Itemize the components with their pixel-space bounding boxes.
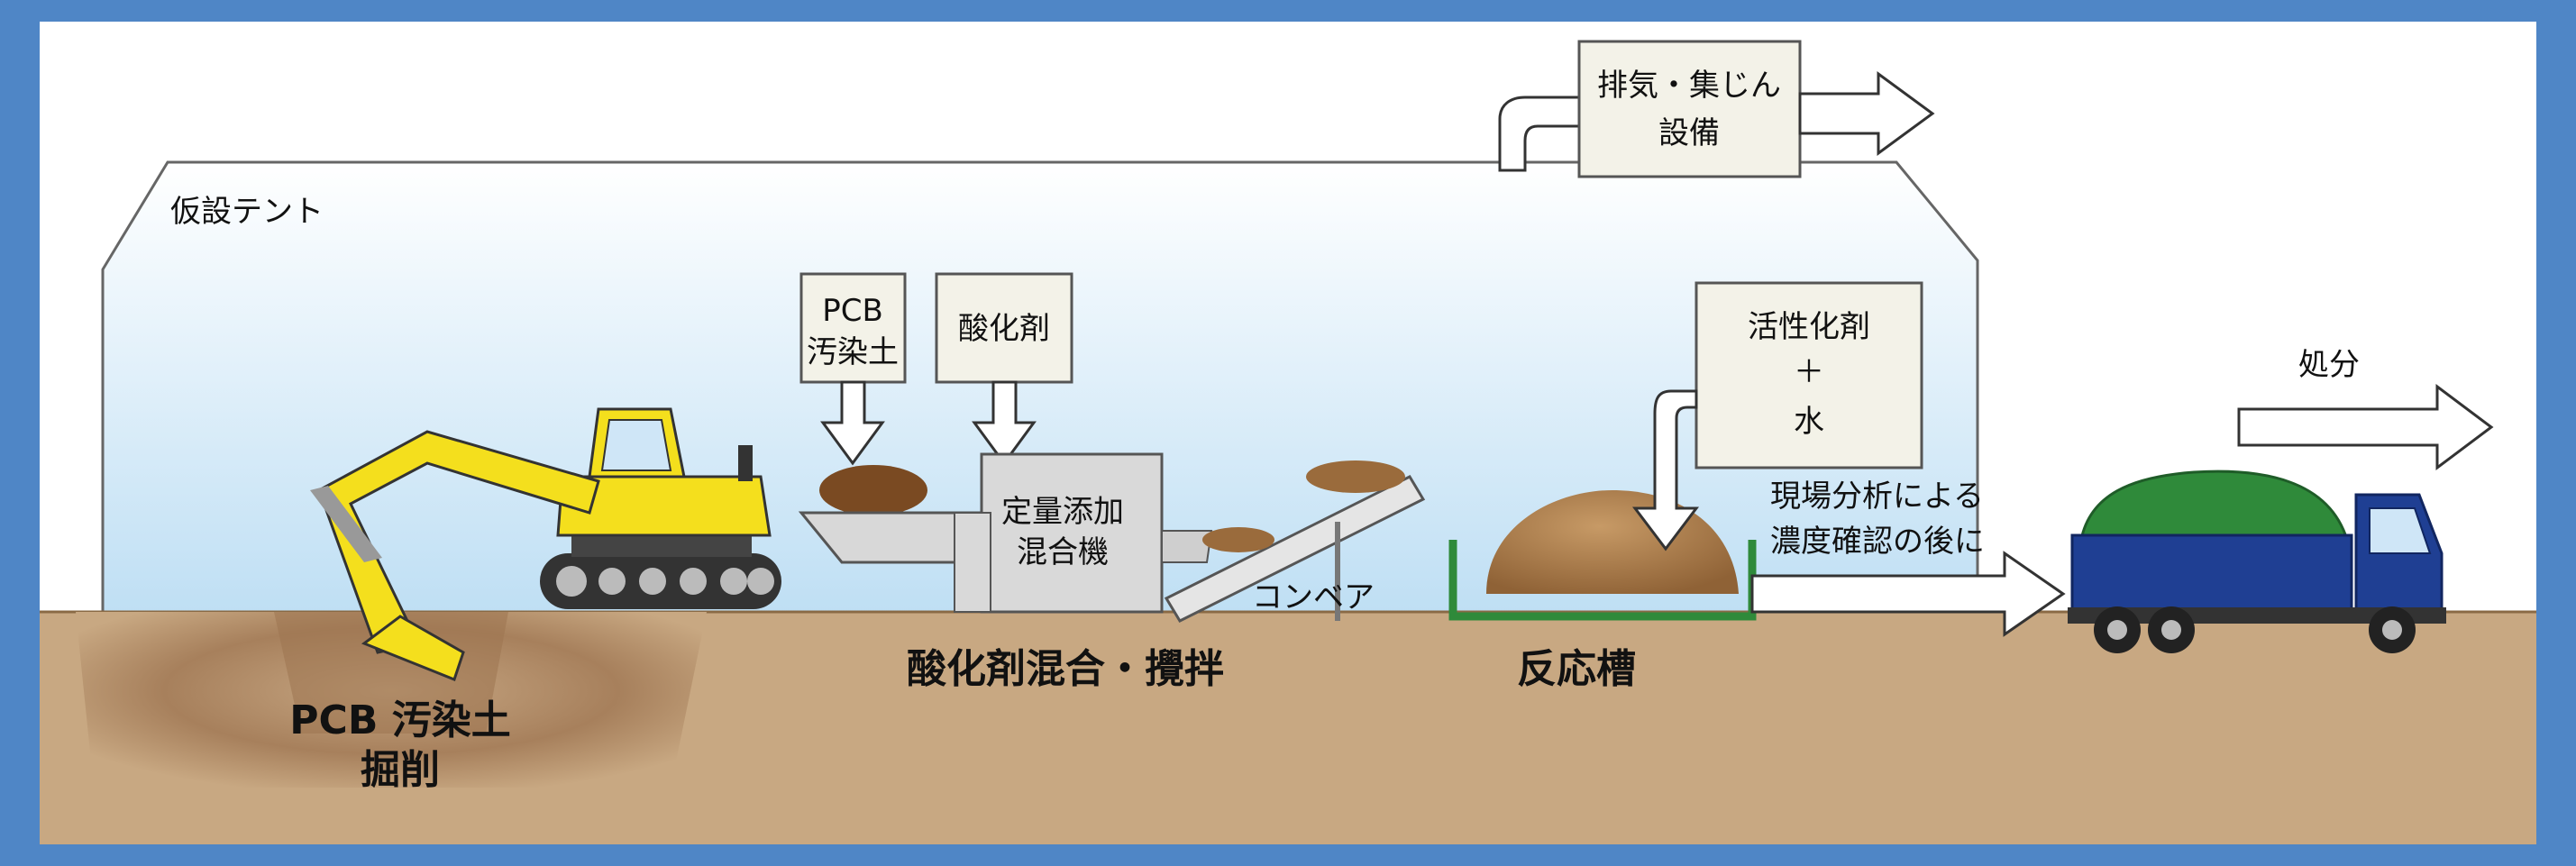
exhaust-dust-collector-box: [1577, 40, 1802, 178]
process-diagram-svg: PCB 汚染土 酸化剤 定量添加 混合機 コンベア 活性化剤 ＋ 水 排気・集じ…: [40, 40, 2536, 844]
exhaust-line1: 排気・集じん: [1597, 68, 1781, 104]
process-diagram: PCB 汚染土 酸化剤 定量添加 混合機 コンベア 活性化剤 ＋ 水 排気・集じ…: [40, 22, 2536, 844]
step-excavation-line2: 掘削: [361, 747, 440, 793]
exhaust-line2: 設備: [1658, 115, 1720, 151]
step-mixing-label: 酸化剤混合・攪拌: [907, 646, 1224, 692]
oxidizer-down-arrow: [972, 380, 1037, 466]
oxidizer-input-label: 酸化剤: [958, 311, 1050, 347]
dump-truck: [2068, 469, 2446, 653]
activator-plus: ＋: [1794, 354, 1824, 390]
step-excavation-line1: PCB 汚染土: [289, 697, 510, 743]
analysis-to-disposal-arrow: [1750, 551, 2066, 637]
tent-label: 仮設テント: [170, 194, 324, 230]
disposal-arrow: [2237, 384, 2494, 470]
pcb-soil-down-arrow: [820, 380, 885, 466]
activator-line2: 水: [1794, 404, 1824, 440]
activator-line1: 活性化剤: [1748, 309, 1870, 345]
pcb-soil-input-line1: PCB: [822, 293, 883, 329]
activator-down-arrow: [1631, 389, 1700, 552]
exhaust-outlet-arrow: [1798, 71, 1935, 156]
mixer-label-line1: 定量添加: [1001, 494, 1124, 530]
analysis-line1: 現場分析による: [1770, 479, 1984, 515]
mixer-inputs: PCB 汚染土 酸化剤: [799, 272, 1073, 466]
pcb-soil-input-box: [799, 272, 907, 384]
oxidizer-input-box: [935, 272, 1073, 384]
pit-trench: [274, 612, 508, 734]
excavator: [310, 407, 781, 681]
mixer-label-line2: 混合機: [1017, 534, 1109, 570]
activator-water-box: [1694, 281, 1923, 469]
step-reactor-label: 反応槽: [1517, 646, 1636, 692]
quantitative-mixer: 定量添加 混合機: [798, 452, 1213, 614]
analysis-line2: 濃度確認の後に: [1770, 524, 1985, 560]
disposal-label: 処分: [2298, 347, 2360, 383]
conveyor: [1164, 460, 1426, 623]
conveyor-label: コンベア: [1252, 579, 1375, 615]
pcb-soil-input-line2: 汚染土: [807, 334, 899, 370]
